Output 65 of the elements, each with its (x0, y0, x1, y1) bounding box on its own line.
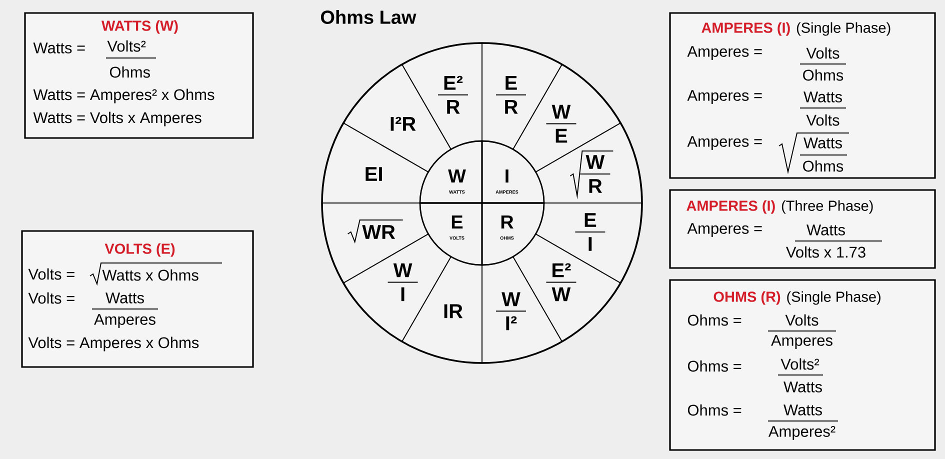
formula-text: Watts (804, 138, 842, 148)
formula-text: Ohms (110, 66, 150, 78)
heading-note: (Single Phase) (787, 291, 880, 305)
formula-text: Watts x Ohms (102, 269, 198, 281)
segment-formula: E (556, 128, 568, 143)
formula-text: Volts = (28, 292, 74, 304)
formula-text: Watts (784, 404, 822, 416)
heading-note: (Three Phase) (782, 200, 873, 214)
segment-formula: W (586, 155, 605, 169)
segment-formula: E (506, 76, 517, 90)
segment-formula: I (588, 237, 592, 251)
formula-text: Ohms (803, 160, 844, 172)
formula-text: Watts (806, 224, 845, 236)
segment-formula: W (393, 263, 412, 278)
diagram-title: Ohms Law (321, 10, 416, 24)
segment-formula: IR (444, 304, 463, 318)
segment-formula: R (589, 179, 602, 193)
formula-text: Watts (106, 292, 144, 304)
formula-text: Watts = (33, 42, 85, 54)
hub-symbol: E (452, 215, 463, 229)
hub-symbol: W (448, 169, 466, 183)
formula-text: Volts² (107, 40, 146, 52)
formula-text: Amperes² (768, 426, 836, 440)
segment-formula: W (552, 287, 571, 302)
formula-text: Watts = Volts x Amperes (33, 112, 202, 126)
formula-text: Amperes (94, 314, 156, 328)
segment-formula: I (401, 287, 404, 302)
segment-formula: E (584, 213, 596, 227)
formula-text: Watts (784, 382, 822, 392)
box-heading: AMPERES (I) (702, 22, 790, 36)
segment-formula: E² (552, 263, 571, 278)
formula-text: Amperes = (687, 223, 762, 237)
box-heading: WATTS (W) (102, 20, 178, 34)
formula-text: Ohms = (688, 314, 742, 326)
hub-symbol: R (501, 215, 514, 229)
box-heading: AMPERES (I) (686, 200, 775, 214)
segment-formula: I²R (390, 116, 416, 131)
formula-text: Volts² (780, 358, 820, 370)
formula-text: Volts x 1.73 (786, 246, 866, 258)
box-heading: VOLTS (E) (104, 243, 175, 257)
box-heading: OHMS (R) (714, 291, 780, 305)
formula-text: Ohms = (688, 360, 742, 372)
formula-text: Volts (785, 314, 818, 326)
formula-text: Volts = Amperes x Ohms (28, 336, 199, 352)
segment-formula: E² (444, 76, 463, 90)
formula-text: Ohms = (688, 404, 742, 416)
hub-symbol: I (506, 169, 508, 183)
segment-formula: R (505, 100, 518, 114)
formula-text: Watts (804, 92, 842, 102)
formula-text: Volts (806, 114, 840, 126)
segment-formula: EI (366, 167, 382, 181)
segment-formula: WR (362, 225, 396, 239)
formula-text: Volts (806, 47, 840, 59)
segment-formula: W (502, 292, 520, 306)
segment-formula: W (552, 104, 571, 119)
formula-text: Ohms (803, 69, 844, 81)
formula-text: Amperes = (687, 136, 762, 150)
formula-text: Amperes (771, 335, 832, 349)
heading-note: (Single Phase) (796, 22, 890, 36)
segment-formula: I² (506, 316, 517, 330)
formula-text: Watts = Amperes² x Ohms (33, 88, 214, 104)
formula-text: Amperes = (687, 46, 762, 60)
formula-text: Amperes = (687, 90, 762, 104)
formula-text: Volts = (28, 268, 74, 280)
segment-formula: R (447, 100, 460, 114)
